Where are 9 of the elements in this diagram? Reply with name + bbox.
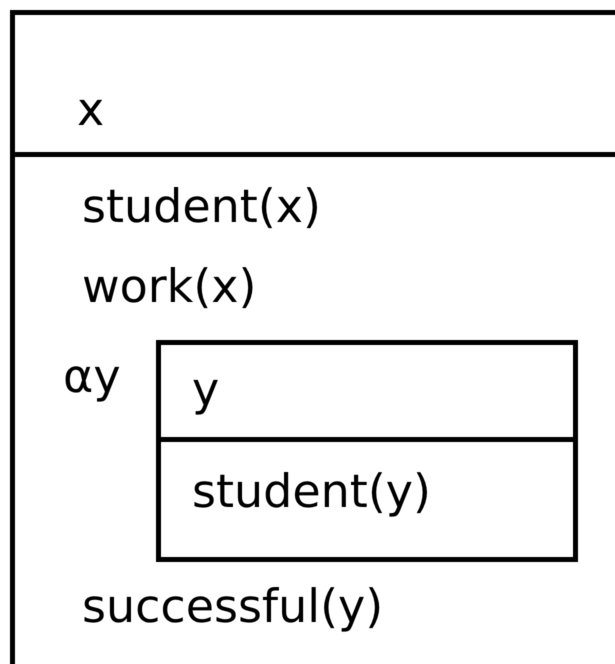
- condition-text: successful(y): [82, 580, 384, 633]
- condition-text: student(y): [192, 465, 431, 518]
- operator-label: αy: [63, 350, 121, 403]
- condition-text: student(x): [82, 180, 321, 233]
- drs-box: [156, 340, 578, 562]
- discourse-referent: x: [77, 83, 104, 136]
- condition-text: work(x): [82, 260, 256, 313]
- drs-box: [10, 10, 615, 664]
- discourse-referent: y: [192, 363, 220, 416]
